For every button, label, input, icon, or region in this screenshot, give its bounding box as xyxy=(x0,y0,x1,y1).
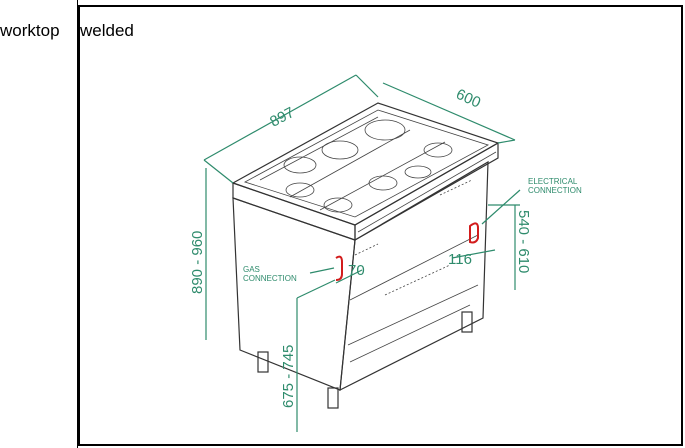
gas-connection-label-line2: CONNECTION xyxy=(243,274,297,283)
dim-width-label: 897 xyxy=(267,104,297,131)
dim-depth-label: 600 xyxy=(453,86,483,112)
dim-elec-offset-label: 116 xyxy=(448,251,472,268)
gas-connection-label-line1: GAS xyxy=(243,265,260,274)
electrical-connection-marker xyxy=(469,222,479,244)
electrical-connection-label-line2: CONNECTION xyxy=(528,186,582,195)
electrical-connection-label-line1: ELECTRICAL xyxy=(528,177,578,186)
dimension-lines xyxy=(203,74,521,432)
worktop-label: worktop xyxy=(0,21,60,40)
gas-connection-marker xyxy=(335,255,343,281)
welded-label: welded xyxy=(80,21,134,40)
drawing-frame xyxy=(78,5,683,446)
dim-height-label: 890 - 960 xyxy=(189,231,206,294)
dim-gas-height-label: 675 - 745 xyxy=(280,345,297,408)
dim-rear-label: 540 - 610 xyxy=(515,210,532,273)
table-divider xyxy=(77,0,78,448)
dim-gas-offset-label: 70 xyxy=(348,262,365,279)
